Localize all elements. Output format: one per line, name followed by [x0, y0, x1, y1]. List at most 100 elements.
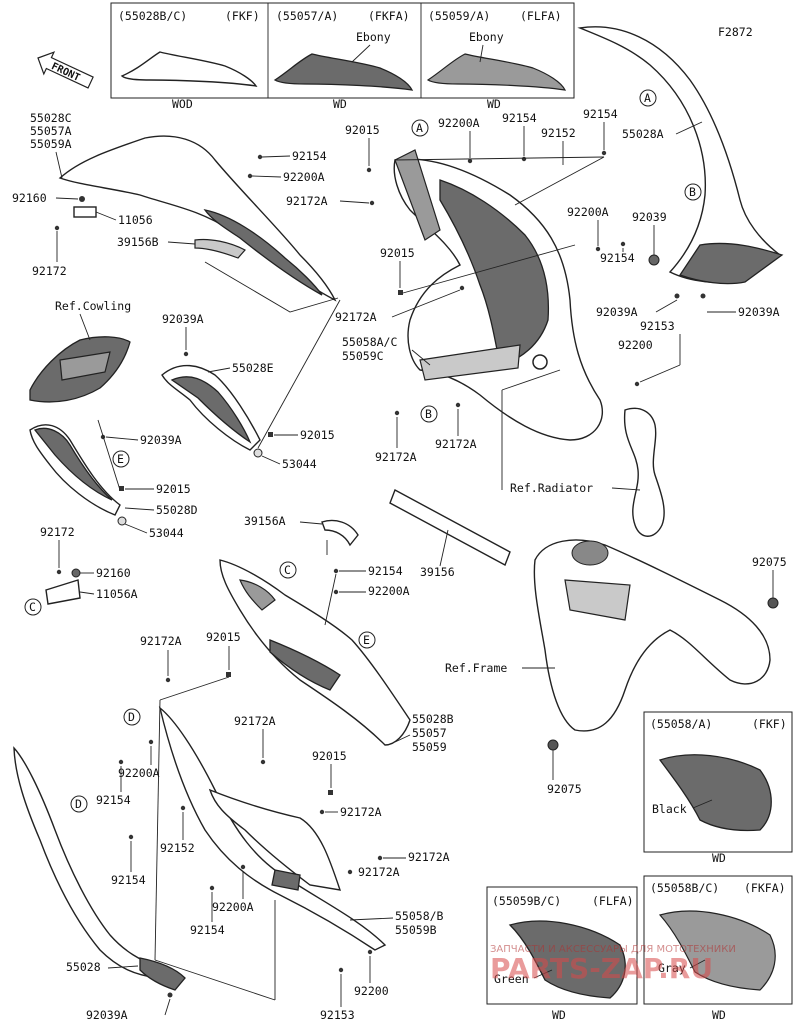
label-92015-d: 92015 — [300, 428, 335, 442]
bolt-92172 — [54, 225, 60, 231]
label-92152-b: 92152 — [160, 841, 195, 855]
duct-55028e — [161, 364, 261, 451]
label-92152-a: 92152 — [541, 126, 576, 140]
label-55059b: 55059B — [395, 923, 437, 937]
inner-panel-55028b — [219, 559, 411, 746]
inset-top3-color: WD — [487, 97, 501, 111]
inset-bottom-right-frame — [643, 875, 793, 1005]
callout-c-2: C — [24, 598, 42, 616]
label-92039a-d: 92039A — [140, 433, 182, 447]
label-92172a-h: 92172A — [408, 850, 450, 864]
label-92153-b: 92153 — [320, 1008, 355, 1022]
label-92172-top: 92172 — [32, 264, 67, 278]
label-92200a-e: 92200A — [118, 766, 160, 780]
label-11056a: 11056A — [96, 587, 138, 601]
inset-bl-model: (FLFA) — [592, 894, 634, 908]
bracket-a-shape — [394, 149, 441, 241]
svg-text:B: B — [689, 185, 696, 199]
diagram-id: F2872 — [718, 25, 753, 39]
callout-b-1: B — [684, 183, 702, 201]
side-panel-55058-dark-shape — [439, 179, 550, 366]
bracket-11056a-shape — [45, 579, 81, 605]
callout-b-2: B — [420, 405, 438, 423]
inset-top2-color: WD — [333, 97, 347, 111]
label-92200-a: 92200 — [618, 338, 653, 352]
side-strip-55028-shape — [13, 746, 161, 979]
label-92154-e: 92154 — [368, 564, 403, 578]
strip-39156-shape — [389, 489, 511, 566]
label-92039a-e: 92039A — [86, 1008, 128, 1022]
frame-ref-shape — [533, 539, 771, 732]
cowling-ref — [29, 336, 131, 403]
label-92200-b: 92200 — [354, 984, 389, 998]
label-92039a-a: 92039A — [596, 305, 638, 319]
inset-top2-cowl-shape — [273, 53, 414, 91]
label-55028b: 55028B — [412, 712, 454, 726]
label-92075-a: 92075 — [752, 555, 787, 569]
label-92172a-d: 92172A — [435, 437, 477, 451]
callout-e-1: E — [112, 450, 130, 468]
inset-bl-color: WD — [552, 1008, 566, 1022]
label-92172a-c: 92172A — [375, 450, 417, 464]
label-92200a-c: 92200A — [567, 205, 609, 219]
label-11056: 11056 — [118, 213, 153, 227]
inset-top1-code: (55028B/C) — [118, 9, 187, 23]
inset-top2-model: (FKFA) — [368, 9, 410, 23]
callout-d-1: D — [123, 708, 141, 726]
label-92200a-d: 92200A — [368, 584, 410, 598]
inset-top-frame — [110, 2, 575, 99]
ref-frame: Ref.Frame — [445, 661, 507, 675]
inset-bottom-left: (55059B/C) (FLFA) Green — [486, 886, 638, 1005]
callout-e-2: E — [358, 631, 376, 649]
label-92172a-f: 92172A — [234, 714, 276, 728]
label-92200a-f: 92200A — [212, 900, 254, 914]
label-92172a-g: 92172A — [340, 805, 382, 819]
front-arrow-icon — [37, 51, 94, 89]
callout-a-1: A — [411, 119, 429, 137]
label-92015-b: 92015 — [345, 123, 380, 137]
inset-br-decal: Gray — [658, 961, 686, 975]
duct-55028d — [29, 424, 121, 516]
inset-br-code: (55058B/C) — [650, 881, 719, 895]
side-panel-55058-lower-shape — [419, 344, 521, 381]
label-53044-a: 53044 — [282, 457, 317, 471]
trim-55028a — [577, 26, 784, 285]
label-92039a-b: 92039A — [738, 305, 780, 319]
label-92172a-a: 92172A — [286, 194, 328, 208]
inset-rm-panel-shape — [658, 754, 772, 832]
label-92154-f: 92154 — [96, 793, 131, 807]
front-arrow: FRONT — [37, 51, 94, 89]
label-92160: 92160 — [12, 191, 47, 205]
inset-top3-cowl-shape — [426, 53, 567, 91]
radiator-ref-shape — [623, 407, 665, 537]
svg-text:C: C — [29, 600, 36, 614]
inset-top2-decal: Ebony — [356, 30, 391, 44]
callout-d-2: D — [70, 795, 88, 813]
svg-text:A: A — [644, 91, 651, 105]
label-92154-a: 92154 — [292, 149, 327, 163]
label-53044-b: 53044 — [149, 526, 184, 540]
inset-top-group: (55028B/C) (FKF) WOD (55057/A) (FKFA) Eb… — [110, 2, 575, 111]
label-55059: 55059 — [412, 740, 447, 754]
trim-55028a-shape — [577, 26, 782, 284]
label-92154-h: 92154 — [190, 923, 225, 937]
inset-top1-color: WOD — [172, 97, 193, 111]
label-92172a-b: 92172A — [335, 310, 377, 324]
side-panel-55058 — [393, 149, 604, 441]
inset-bl-panel-shape — [508, 920, 626, 999]
trim-55028a-dark-shape — [678, 242, 784, 285]
label-92200a-a: 92200A — [283, 170, 325, 184]
inset-rm-color: WD — [712, 851, 726, 865]
watermark-line1: ЗАПЧАСТИ И АКСЕССУАРЫ ДЛЯ МОТОТЕХНИКИ — [490, 944, 736, 955]
inset-bottom-right: (55058B/C) (FKFA) Gray — [643, 875, 793, 1005]
label-55028d: 55028D — [156, 503, 198, 517]
side-strip-55028 — [13, 746, 186, 991]
label-55028: 55028 — [66, 960, 101, 974]
svg-text:D: D — [75, 797, 82, 811]
frame-ref — [533, 539, 771, 732]
label-92039a-c: 92039A — [162, 312, 204, 326]
bolt-92160 — [79, 196, 85, 202]
label-92153-a: 92153 — [640, 319, 675, 333]
label-92160-b: 92160 — [96, 566, 131, 580]
